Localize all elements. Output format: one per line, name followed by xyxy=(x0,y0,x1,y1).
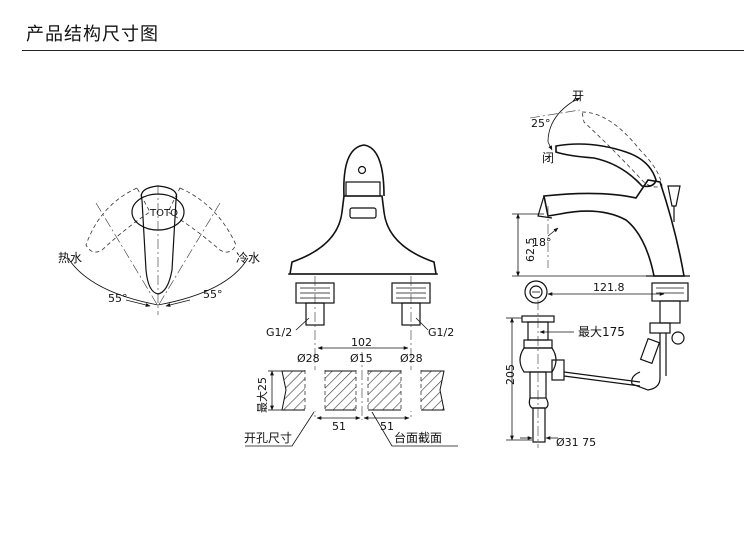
spout-angle-label: 18° xyxy=(532,236,552,249)
close-label: 闭 xyxy=(542,151,554,165)
hole-mid-label: Ø15 xyxy=(350,352,373,365)
right-thread-label: G1/2 xyxy=(428,326,454,339)
hot-water-label: 热水 xyxy=(58,251,82,265)
side-lever xyxy=(555,143,657,188)
hole-right xyxy=(401,370,421,411)
page-title: 产品结构尺寸图 xyxy=(26,24,159,45)
aerator xyxy=(349,207,377,219)
swing-arc xyxy=(67,257,249,306)
hole-left-label: Ø28 xyxy=(297,352,320,365)
top-view: TOTO 热水 冷水 55° 55° xyxy=(58,185,260,315)
side-body xyxy=(543,179,685,277)
lever-open-ghost xyxy=(581,111,663,188)
open-label: 开 xyxy=(572,89,584,103)
header-divider xyxy=(22,50,744,51)
countertop-section xyxy=(281,352,445,420)
hole-right-label: Ø28 xyxy=(400,352,423,365)
front-lever xyxy=(343,144,385,197)
right-angle-label: 55° xyxy=(203,288,223,301)
cold-water-label: 冷水 xyxy=(236,251,260,265)
left-angle-label: 55° xyxy=(108,292,128,305)
lever-hot-position xyxy=(85,187,151,253)
drain-assembly xyxy=(519,300,641,448)
left-offset-label: 51 xyxy=(332,420,346,433)
left-thread-label: G1/2 xyxy=(266,326,292,339)
side-view: 开 闭 25° 18° 62.5 121.8 xyxy=(504,89,690,449)
hole-size-label: 开孔尺寸 xyxy=(244,431,292,445)
max-thickness-label: 最大25 xyxy=(255,377,269,413)
center-spacing-label: 102 xyxy=(351,336,372,349)
lever-cold-position xyxy=(167,187,237,253)
page-header: 产品结构尺寸图 xyxy=(0,0,750,52)
max-rod-label: 最大175 xyxy=(578,325,625,339)
counter-section-label: 台面截面 xyxy=(394,430,442,445)
lever-body xyxy=(140,185,178,295)
spout-height-label: 62.5 xyxy=(524,238,537,263)
lift-rod xyxy=(631,322,685,391)
lever-angle-label: 25° xyxy=(531,117,551,130)
brand-logo: TOTO xyxy=(149,208,178,219)
front-view: G1/2 G1/2 102 Ø28 Ø15 Ø28 最大25 xyxy=(244,144,458,447)
drain-plug xyxy=(524,280,548,304)
drain-length-label: 205 xyxy=(504,364,517,385)
drain-diameter-label: Ø31 75 xyxy=(556,436,596,449)
right-offset-label: 51 xyxy=(380,420,394,433)
spout-reach-label: 121.8 xyxy=(593,281,625,294)
hole-left xyxy=(305,370,325,411)
